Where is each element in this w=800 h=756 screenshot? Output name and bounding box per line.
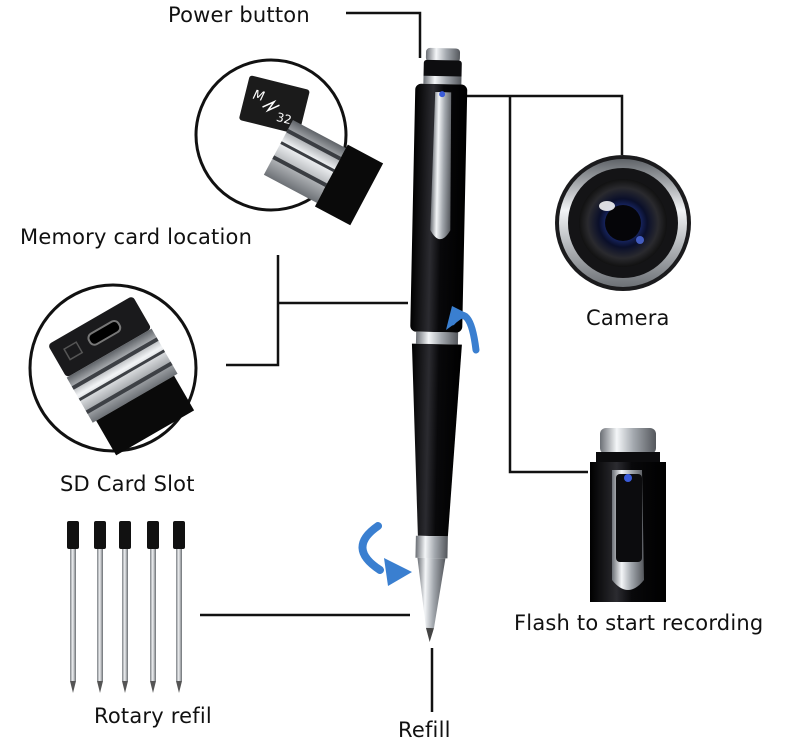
refill-1: [67, 521, 79, 693]
leader-power-button: [346, 11, 422, 58]
label-refill: Refill: [398, 718, 451, 742]
memory-card-capacity: 32: [275, 110, 293, 127]
refill-4: [147, 521, 159, 693]
label-camera: Camera: [586, 306, 670, 330]
leader-memory-sd: [226, 255, 280, 367]
camera-lens: [555, 155, 691, 291]
leader-lines: [200, 11, 624, 712]
label-power-button: Power button: [168, 3, 310, 27]
rotate-arrow-lower: [358, 522, 412, 586]
label-memory-card-location: Memory card location: [20, 225, 253, 249]
refill-3: [119, 521, 131, 693]
memory-card-brand: M: [251, 88, 266, 105]
refill-5: [173, 521, 185, 693]
label-rotary-refil: Rotary refil: [94, 704, 212, 728]
flash-closeup: [590, 428, 666, 602]
refill-2: [94, 521, 106, 693]
sd-slot-closeup: [28, 283, 198, 456]
refill-set: [67, 521, 185, 693]
rotate-arrow-upper: [446, 306, 480, 354]
label-flash-to-start-recording: Flash to start recording: [514, 611, 764, 635]
memory-card-closeup: M 32: [194, 58, 384, 226]
label-sd-card-slot: SD Card Slot: [60, 472, 195, 496]
pen-camera: [410, 47, 468, 643]
leader-camera: [458, 94, 624, 155]
leader-flash: [508, 96, 588, 474]
